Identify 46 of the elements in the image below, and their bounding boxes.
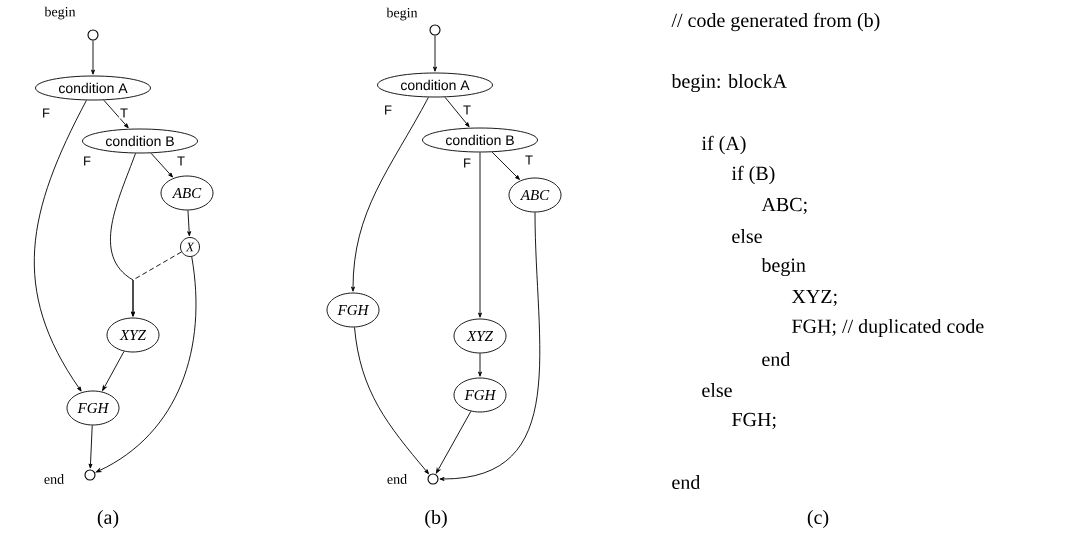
code-line: end <box>672 474 701 490</box>
caption: (c) <box>807 509 829 529</box>
arrow <box>435 410 472 474</box>
caption: (b) <box>425 509 447 529</box>
arrow <box>131 251 182 317</box>
arrow <box>102 350 125 391</box>
code-line: if (B) <box>731 165 775 185</box>
terminal-label: begin <box>44 6 76 20</box>
arrow <box>354 327 430 475</box>
arrow <box>95 256 197 473</box>
code-line: else <box>702 382 732 398</box>
arrow <box>478 152 482 318</box>
code-line: else <box>732 228 762 244</box>
edge-label: F <box>43 108 50 118</box>
code-line: FGH; <box>732 412 776 430</box>
edge-label: T <box>525 155 533 165</box>
code-line: begin: blockA <box>671 73 787 93</box>
arrow <box>88 425 93 469</box>
caption: (a) <box>97 509 119 529</box>
code-line: begin <box>761 257 806 277</box>
edge-label: T <box>463 105 471 115</box>
arrow <box>433 35 437 72</box>
arrow <box>351 96 429 292</box>
code-line: ABC; <box>761 197 807 215</box>
arrow <box>150 152 173 178</box>
code-line: XYZ; <box>791 289 837 307</box>
edge-label: F <box>84 156 91 166</box>
arrow <box>491 151 520 180</box>
edge-label: T <box>120 108 128 118</box>
arrow <box>34 99 87 392</box>
code-line: // code generated from (b) <box>671 12 880 32</box>
terminal-label: end <box>44 474 64 484</box>
terminal-label: end <box>387 474 407 484</box>
code-line: end <box>762 351 791 367</box>
code-line: if (A) <box>701 135 746 155</box>
terminal-label: begin <box>386 7 418 21</box>
arrow <box>478 353 482 377</box>
code-line: FGH; // duplicated code <box>792 318 984 338</box>
arrow <box>187 210 192 237</box>
arrow <box>439 212 541 481</box>
edge-label: T <box>177 156 185 166</box>
edge-label: F <box>464 158 471 168</box>
arrow <box>91 40 95 75</box>
arrow <box>444 96 470 128</box>
edge-label: F <box>385 105 392 115</box>
arrow <box>103 99 129 129</box>
